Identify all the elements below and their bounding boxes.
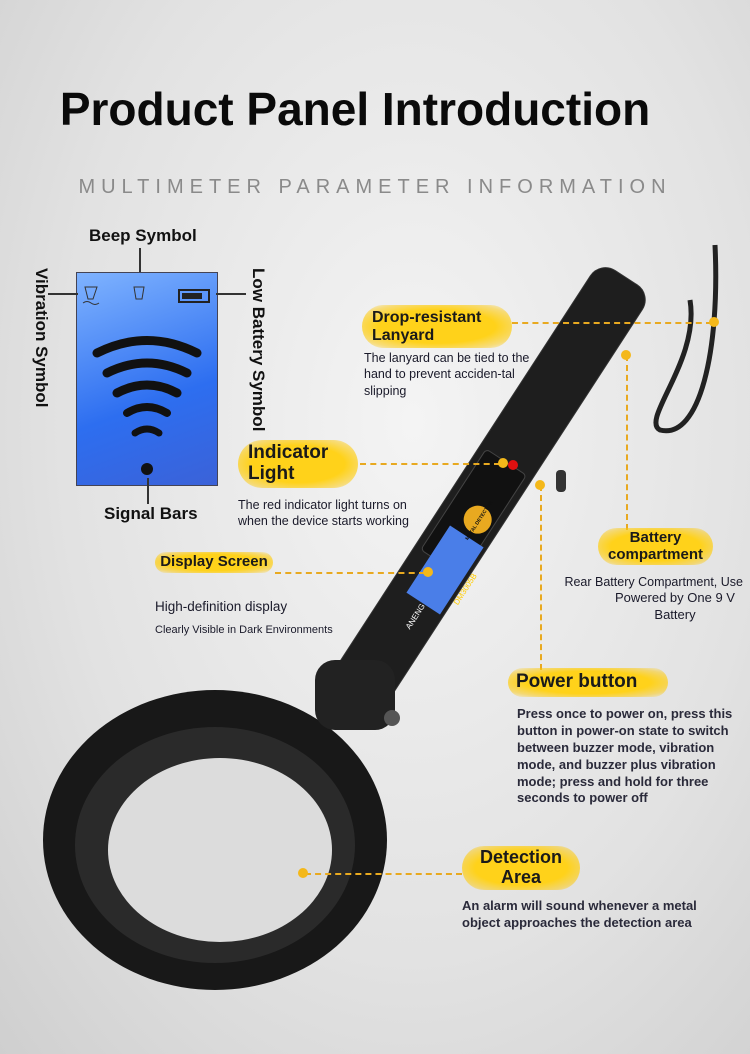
display-callout-desc1: High-definition display	[155, 599, 288, 614]
signal-dot	[141, 463, 153, 475]
detection-callout-title: Detection Area	[462, 846, 580, 890]
device-screen	[406, 525, 484, 615]
indicator-leader	[360, 463, 500, 465]
battery-dot	[621, 350, 631, 360]
display-callout-desc2: Clearly Visible in Dark Environments	[155, 624, 333, 636]
detection-leader	[305, 873, 462, 875]
page-subtitle: MULTIMETER PARAMETER INFORMATION	[78, 176, 672, 198]
display-dot	[423, 567, 433, 577]
power-callout-desc: Press once to power on, press this butto…	[517, 706, 733, 806]
lanyard-dot	[709, 317, 719, 327]
signal-pointer	[147, 478, 149, 504]
low-battery-symbol-label: Low Battery Symbol	[249, 268, 268, 432]
signal-bars-label: Signal Bars	[104, 504, 198, 523]
battery-callout-desc2: Powered by One 9 V Battery	[615, 590, 735, 622]
battery-callout-desc1: Rear Battery Compartment, Use	[564, 575, 743, 589]
power-button-shape	[556, 470, 566, 492]
battery-icon	[178, 289, 210, 303]
vibration-icon	[82, 286, 100, 305]
detection-dot	[298, 868, 308, 878]
display-callout-title: Display Screen	[155, 552, 273, 573]
red-indicator-light	[508, 460, 518, 470]
beep-symbol-label: Beep Symbol	[89, 226, 197, 245]
power-dot	[535, 480, 545, 490]
indicator-callout-desc: The red indicator light turns on when th…	[238, 498, 409, 529]
page-title: Product Panel Introduction	[59, 83, 651, 135]
lanyard-callout-desc: The lanyard can be tied to the hand to p…	[364, 351, 530, 398]
vibration-pointer	[48, 293, 78, 295]
indicator-callout-title: Indicator Light	[238, 440, 358, 488]
indicator-dot	[498, 458, 508, 468]
battery-leader	[626, 355, 628, 530]
detection-callout-desc: An alarm will sound whenever a metal obj…	[462, 898, 697, 930]
ring-hole	[108, 758, 332, 942]
lanyard-strap	[653, 244, 719, 434]
signal-bars-icon	[92, 336, 202, 437]
beep-icon	[133, 286, 145, 300]
power-leader	[540, 485, 542, 680]
hinge-screw	[384, 710, 400, 726]
lcd-display-panel	[76, 272, 218, 486]
battery-pointer	[216, 293, 246, 295]
display-leader	[275, 572, 425, 574]
device-badge-emblem	[463, 505, 492, 534]
hinge	[315, 660, 395, 730]
vibration-symbol-label: Vibration Symbol	[32, 268, 51, 408]
battery-callout-title: Battery compartment	[598, 528, 713, 565]
lanyard-leader	[512, 322, 712, 324]
beep-pointer	[139, 248, 141, 272]
power-callout-title: Power button	[508, 668, 668, 697]
lanyard-callout-title: Drop-resistant Lanyard	[362, 305, 512, 349]
